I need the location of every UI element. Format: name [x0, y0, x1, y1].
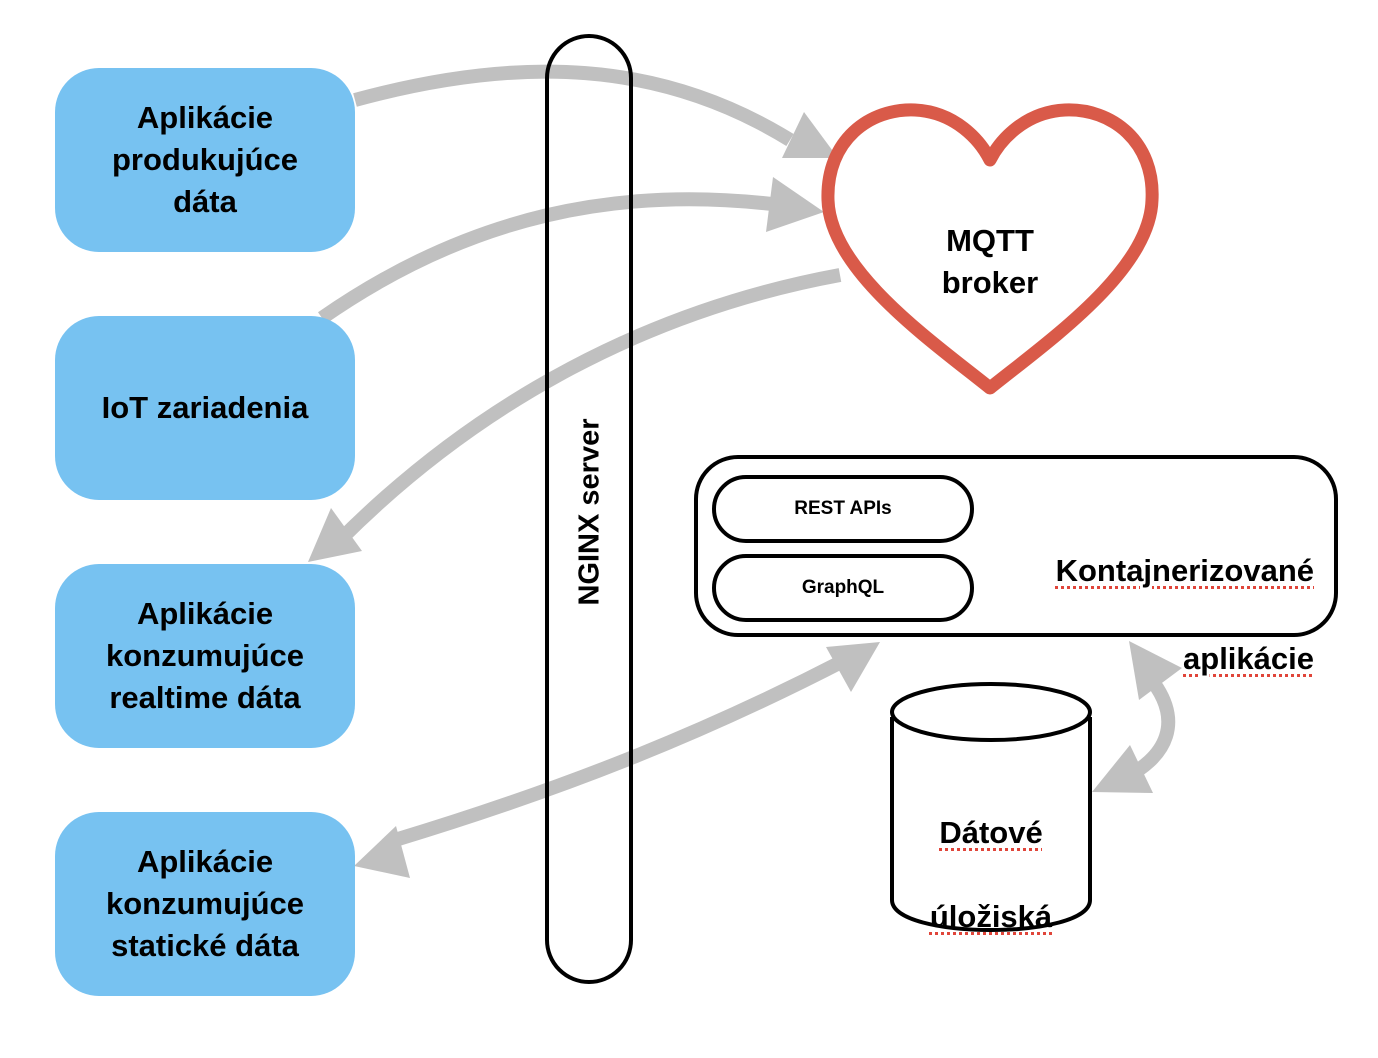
- arrowhead-realtime: [308, 508, 362, 562]
- nginx-server-node[interactable]: [545, 34, 633, 984]
- broker-heart-shape: [821, 103, 1159, 395]
- box-iot-devices[interactable]: IoT zariadenia: [55, 316, 355, 500]
- box-producers-label: Aplikácie produkujúce dáta: [111, 100, 298, 219]
- box-producers[interactable]: Aplikácie produkujúce dáta: [55, 68, 355, 252]
- arrowhead-storage: [1092, 745, 1153, 793]
- rest-apis-label: REST APIs: [794, 498, 892, 519]
- containerized-apps-label: Kontajnerizované aplikácie: [1056, 505, 1314, 681]
- nginx-server-label: NGINX server: [573, 418, 606, 606]
- edge-broker-to-realtime: [335, 268, 842, 545]
- storage-label: Dátové úložiská: [892, 770, 1090, 938]
- box-static-consumers[interactable]: Aplikácie konzumujúce statické dáta: [55, 812, 355, 996]
- containerized-apps-label-line2: aplikácie: [1183, 641, 1314, 676]
- arrowhead-containers: [826, 642, 880, 692]
- rest-apis-pill[interactable]: REST APIs: [712, 475, 974, 543]
- containerized-apps-label-line1: Kontajnerizované: [1055, 553, 1314, 588]
- box-static-consumers-label: Aplikácie konzumujúce statické dáta: [105, 844, 305, 963]
- storage-cylinder: [890, 682, 1092, 932]
- box-iot-devices-label: IoT zariadenia: [101, 390, 309, 425]
- storage-label-line2: úložiská: [929, 899, 1053, 934]
- box-realtime-consumers[interactable]: Aplikácie konzumujúce realtime dáta: [55, 564, 355, 748]
- arrowhead-broker-2: [766, 177, 824, 232]
- arrowhead-containers-up: [1129, 641, 1182, 700]
- box-realtime-consumers-label: Aplikácie konzumujúce realtime dáta: [105, 596, 305, 715]
- graphql-pill[interactable]: GraphQL: [712, 554, 974, 622]
- arrowhead-static: [354, 826, 410, 878]
- broker-label: MQTT broker: [941, 223, 1039, 300]
- edge-static-to-containers: [392, 653, 849, 847]
- storage-label-line1: Dátové: [939, 815, 1043, 850]
- containerized-apps-node[interactable]: [694, 455, 1338, 637]
- arrowhead-broker-1: [782, 112, 838, 158]
- graphql-label: GraphQL: [801, 577, 885, 598]
